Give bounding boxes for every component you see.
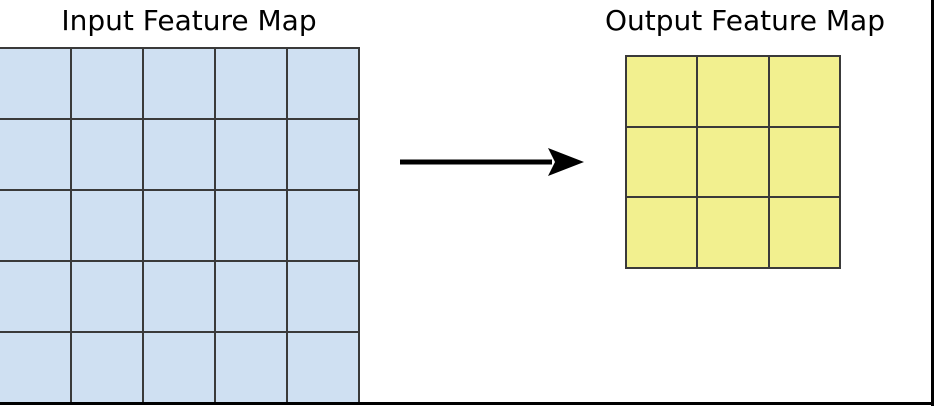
output-cell-r1c1 (627, 57, 697, 126)
output-cell-r1c2 (698, 57, 768, 126)
input-cell-r1c2 (72, 49, 142, 118)
output-cell-r2c2 (698, 127, 768, 197)
right-arrow-icon (400, 148, 584, 176)
input-cell-r3c5 (288, 191, 358, 260)
input-cell-r4c2 (72, 262, 142, 331)
input-cell-r4c1 (0, 262, 70, 331)
input-cell-r2c1 (0, 120, 70, 189)
input-feature-map-title: Input Feature Map (61, 4, 317, 37)
input-cell-r2c5 (288, 120, 358, 189)
output-cell-r3c2 (698, 198, 768, 267)
output-feature-map-grid (625, 55, 841, 269)
input-cell-r2c4 (216, 120, 286, 189)
input-cell-r1c5 (288, 49, 358, 118)
figure-right-border (931, 0, 934, 406)
input-cell-r4c4 (216, 262, 286, 331)
output-cell-r3c1 (627, 198, 697, 267)
input-cell-r3c1 (0, 191, 70, 260)
output-cell-r2c1 (627, 127, 697, 197)
input-cell-r4c5 (288, 262, 358, 331)
output-feature-map-title: Output Feature Map (605, 4, 885, 37)
output-cell-r2c3 (769, 127, 839, 197)
input-feature-map-grid (0, 47, 360, 404)
input-cell-r3c3 (144, 191, 214, 260)
input-cell-r1c4 (216, 49, 286, 118)
figure-bottom-border (0, 402, 934, 405)
input-cell-r2c2 (72, 120, 142, 189)
input-cell-r5c4 (216, 333, 286, 402)
input-cell-r2c3 (144, 120, 214, 189)
input-cell-r3c4 (216, 191, 286, 260)
input-cell-r1c3 (144, 49, 214, 118)
output-cell-r1c3 (769, 57, 839, 126)
input-cell-r3c2 (72, 191, 142, 260)
input-cell-r5c1 (0, 333, 70, 402)
input-cell-r5c3 (144, 333, 214, 402)
input-cell-r1c1 (0, 49, 70, 118)
input-cell-r4c3 (144, 262, 214, 331)
input-cell-r5c5 (288, 333, 358, 402)
input-cell-r5c2 (72, 333, 142, 402)
output-cell-r3c3 (769, 198, 839, 267)
